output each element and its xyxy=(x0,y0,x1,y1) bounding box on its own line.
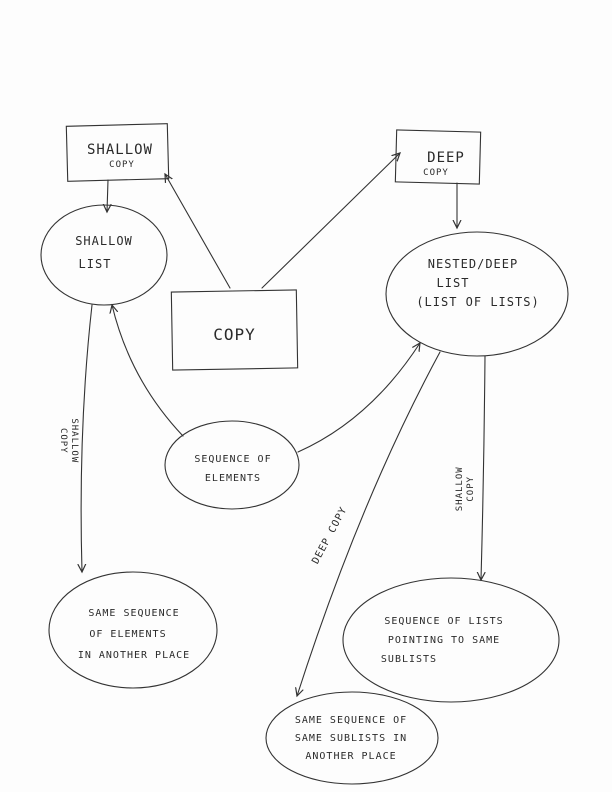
nested-list-line3: (LIST OF LISTS) xyxy=(416,295,540,310)
same-sequence-line3: IN ANOTHER PLACE xyxy=(77,650,191,661)
same-sequence-sublists-ellipse xyxy=(265,691,439,785)
shallow-copy-line1: SHALLOW xyxy=(86,142,153,158)
shallow-list-line2: LIST xyxy=(78,256,112,271)
same-sequence-ellipse xyxy=(48,571,218,689)
shallow-copy-sublabel: COPY xyxy=(82,160,162,171)
sequence-line1: SEQUENCE OF xyxy=(194,454,272,465)
sequence-of-lists-line2: POINTING TO SAME xyxy=(387,635,501,646)
sequence-of-lists-label: SEQUENCE OF LISTS POINTING TO SAME SUBLI… xyxy=(354,612,534,669)
copy-box xyxy=(170,289,299,371)
edge-label-left-shallow-copy: SHALLOW COPY xyxy=(57,411,79,471)
edge-label-left-shallow-line1: SHALLOW xyxy=(68,418,79,464)
deep-copy-sublabel: COPY xyxy=(396,168,476,179)
sequence-of-lists-line3: SUBLISTS xyxy=(380,654,438,665)
deep-copy-line2: COPY xyxy=(423,168,449,178)
edge-copy-to-shallow-copy xyxy=(165,174,231,289)
deep-copy-line1: DEEP xyxy=(427,150,465,166)
shallow-copy-line2: COPY xyxy=(109,160,135,170)
edge-sequence-to-shallow-list xyxy=(112,305,184,437)
sequence-ellipse xyxy=(164,420,300,510)
edge-label-right-shallow-copy: SHALLOW COPY xyxy=(455,459,477,519)
nested-list-label: NESTED/DEEP LIST (LIST OF LISTS) xyxy=(398,255,548,313)
same-sequence-sublists-line1: SAME SEQUENCE OF xyxy=(294,715,408,726)
sequence-of-lists-line1: SEQUENCE OF LISTS xyxy=(384,616,504,627)
shallow-copy-label: SHALLOW xyxy=(70,142,170,160)
edge-sequence-to-nested-list xyxy=(297,343,420,453)
edge-label-left-shallow-line2: COPY xyxy=(58,427,68,454)
copy-label: COPY xyxy=(182,325,287,345)
same-sequence-line2: OF ELEMENTS xyxy=(89,629,167,640)
edge-nested-list-to-sequence-of-lists xyxy=(481,355,485,580)
edge-label-right-shallow-line1: SHALLOW xyxy=(455,466,466,512)
edge-copy-to-deep-copy xyxy=(261,153,400,289)
edge-shallow-list-to-same-sequence xyxy=(81,304,93,572)
shallow-list-line1: SHALLOW xyxy=(75,234,133,248)
sequence-of-lists-ellipse xyxy=(342,577,560,703)
sequence-label: SEQUENCE OF ELEMENTS xyxy=(172,450,294,488)
deep-copy-label: DEEP xyxy=(406,150,486,168)
same-sequence-line1: SAME SEQUENCE xyxy=(88,608,180,619)
shallow-list-label: SHALLOW LIST xyxy=(54,230,154,276)
same-sequence-label: SAME SEQUENCE OF ELEMENTS IN ANOTHER PLA… xyxy=(56,603,212,666)
sequence-line2: ELEMENTS xyxy=(204,473,262,484)
nested-list-line2: LIST xyxy=(436,276,470,291)
edge-nested-list-to-same-sequence-sublists xyxy=(297,351,441,696)
edge-shallow-copy-to-shallow-list xyxy=(107,179,108,212)
shallow-copy-box xyxy=(65,123,170,182)
same-sequence-sublists-label: SAME SEQUENCE OF SAME SUBLISTS IN ANOTHE… xyxy=(276,712,426,766)
nested-list-ellipse xyxy=(385,231,569,357)
same-sequence-sublists-line2: SAME SUBLISTS IN xyxy=(294,733,408,744)
nested-list-line1: NESTED/DEEP xyxy=(427,257,519,271)
copy-text: COPY xyxy=(213,325,256,344)
edge-label-right-shallow-line2: COPY xyxy=(466,475,476,502)
same-sequence-sublists-line3: ANOTHER PLACE xyxy=(305,751,397,762)
